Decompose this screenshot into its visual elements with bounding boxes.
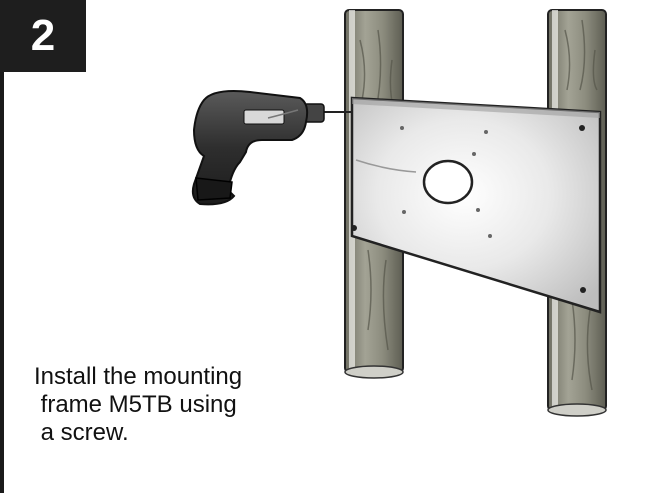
step-number-badge: 2 [0, 0, 86, 72]
screw-icon [351, 225, 357, 231]
instruction-line: Install the mounting [34, 363, 243, 390]
drill-icon [191, 90, 352, 206]
mounting-frame-plate [350, 96, 602, 314]
instruction-line: frame M5TB using [34, 391, 237, 418]
screw-icon [579, 125, 585, 131]
instruction-text: Install the mounting frame M5TB using a … [34, 363, 304, 447]
instruction-line: a screw. [34, 419, 129, 446]
screw-icon [580, 287, 586, 293]
plate-center-hole [422, 159, 474, 205]
panel-border [0, 0, 4, 493]
